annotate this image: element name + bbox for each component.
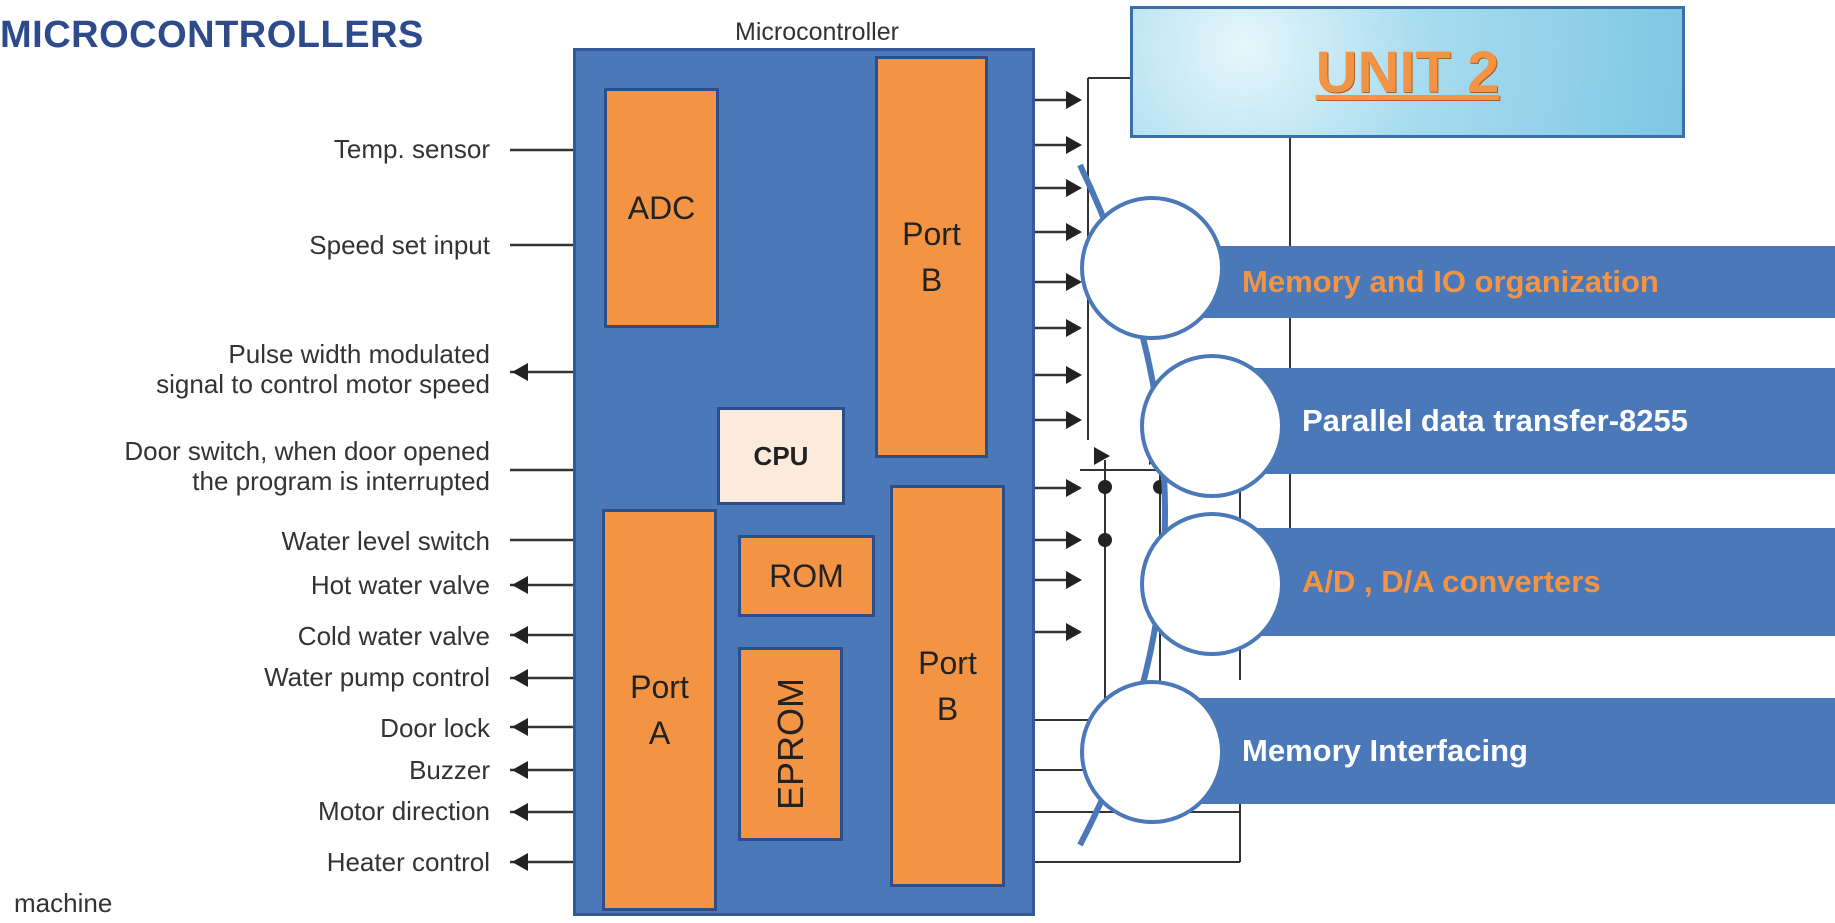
topic-bullet-3 [1140, 512, 1284, 656]
topic-ad-da-converters-label: A/D , D/A converters [1302, 564, 1601, 599]
signal-heater-control: Heater control [326, 847, 490, 877]
unit-banner: UNIT 2 [1130, 6, 1685, 138]
microcontroller-label: Microcontroller [735, 18, 899, 46]
eprom-label: EPROM [769, 677, 811, 811]
page-title: MICROCONTROLLERS [0, 14, 424, 56]
adc-block: ADC [604, 88, 719, 328]
topic-bullet-4 [1080, 680, 1224, 824]
signal-buzzer: Buzzer [409, 755, 490, 785]
adc-label: ADC [627, 190, 696, 226]
unit-banner-label: UNIT 2 [1315, 39, 1500, 105]
topic-bullet-2 [1140, 354, 1284, 498]
signal-motor-direction: Motor direction [318, 796, 490, 826]
caption-text: machine [14, 888, 113, 918]
topic-memory-interfacing[interactable]: Memory Interfacing [1150, 698, 1835, 804]
rom-label: ROM [769, 558, 844, 594]
signal-door-switch: Door switch, when door opened the progra… [124, 436, 490, 496]
topic-memory-io[interactable]: Memory and IO organization [1150, 246, 1835, 318]
port-a-block: Port A [602, 509, 717, 911]
cpu-block: CPU [717, 407, 845, 505]
topic-parallel-transfer-label: Parallel data transfer-8255 [1302, 403, 1688, 438]
signal-cold-water-valve: Cold water valve [297, 621, 490, 651]
port-b-bottom-block: Port B [890, 485, 1005, 887]
port-a-label: Port A [630, 669, 689, 751]
port-b-top-label: Port B [902, 216, 961, 298]
topic-memory-interfacing-label: Memory Interfacing [1242, 733, 1528, 768]
signal-door-lock: Door lock [380, 713, 490, 743]
signal-pwm-motor-speed: Pulse width modulated signal to control … [156, 339, 490, 399]
eprom-block: EPROM [738, 647, 843, 841]
port-b-bottom-label: Port B [918, 645, 977, 727]
topic-parallel-transfer[interactable]: Parallel data transfer-8255 [1210, 368, 1835, 474]
topic-bullet-1 [1080, 196, 1224, 340]
rom-block: ROM [738, 535, 875, 617]
topic-memory-io-label: Memory and IO organization [1242, 264, 1659, 299]
signal-water-level-switch: Water level switch [281, 526, 490, 556]
topic-ad-da-converters[interactable]: A/D , D/A converters [1210, 528, 1835, 636]
port-b-top-block: Port B [875, 56, 988, 458]
cpu-label: CPU [753, 441, 809, 471]
signal-temp-sensor: Temp. sensor [333, 134, 490, 164]
signal-water-pump-control: Water pump control [264, 662, 490, 692]
signal-speed-set-input: Speed set input [309, 230, 490, 260]
signal-hot-water-valve: Hot water valve [310, 570, 490, 600]
